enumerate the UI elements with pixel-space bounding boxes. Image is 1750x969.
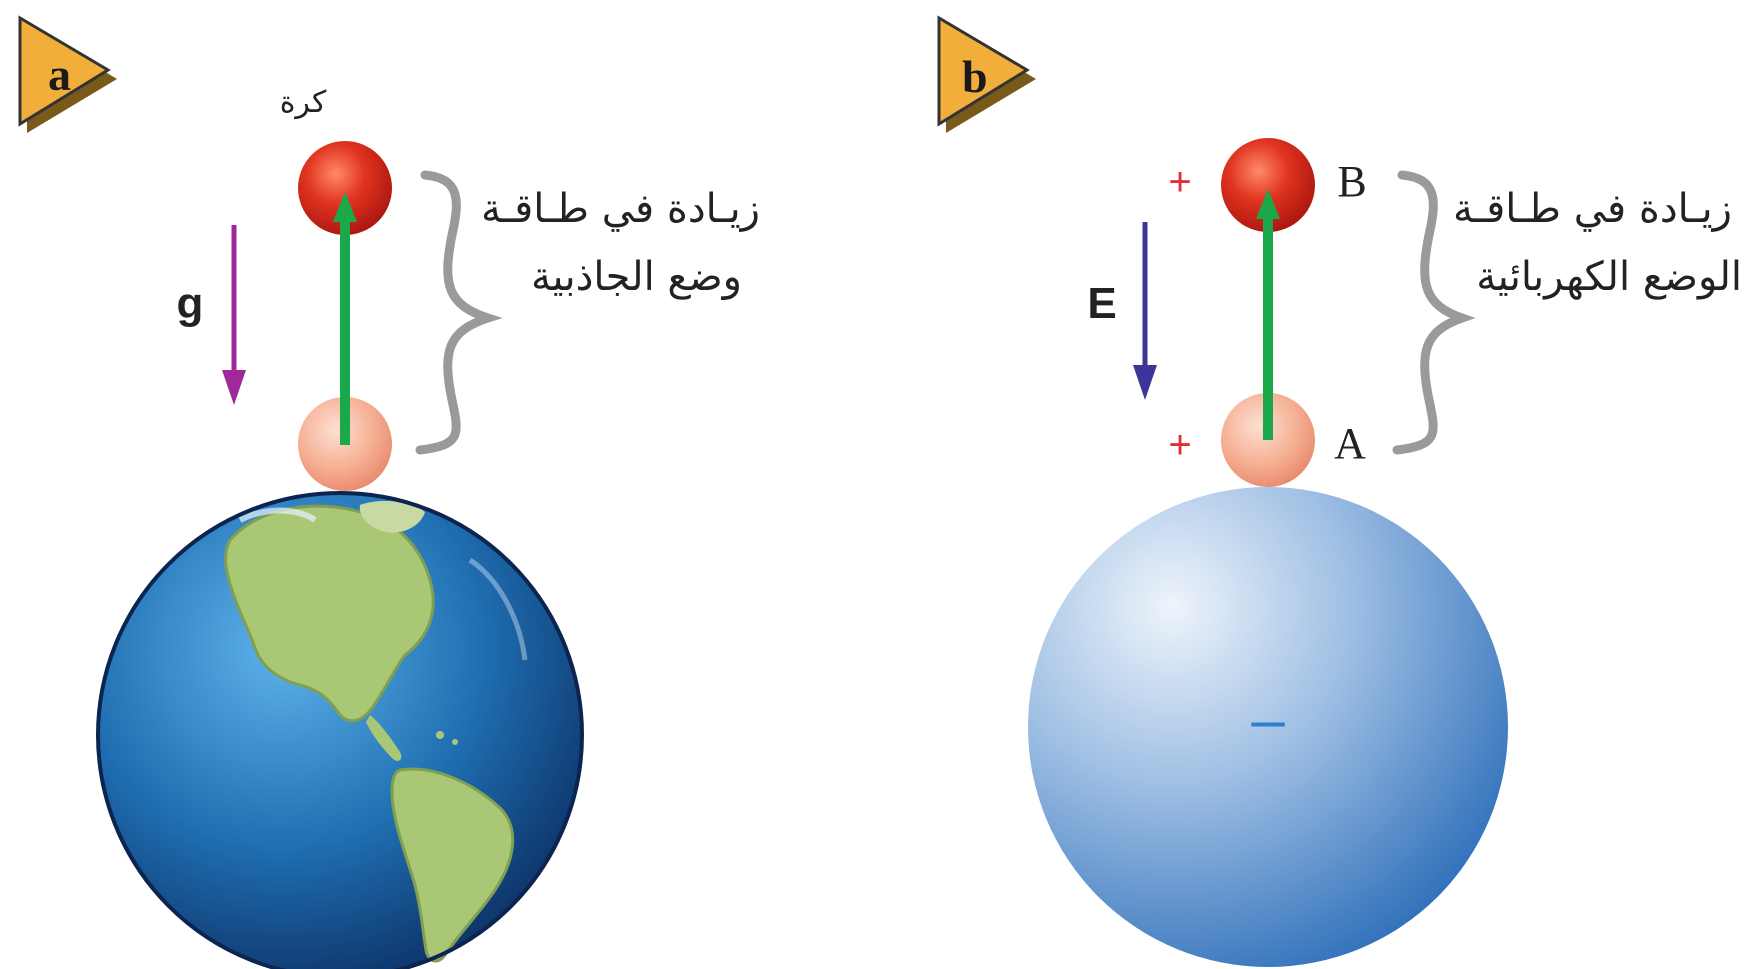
panel-a-badge: a [20,18,117,133]
energy-caption-b-line2: الوضع الكهربائية [1476,254,1742,300]
curly-brace-a [420,175,488,450]
energy-caption-a-line2: وضع الجاذبية [531,254,742,300]
earth-globe [98,493,582,969]
charge-sign-bottom: + [1168,423,1191,467]
point-a-label: A [1334,419,1366,468]
gravity-arrow [222,225,246,405]
charge-sign-top: + [1168,160,1191,204]
panel-b: b + + E B A زيـادة في طـاقـة الوضع الكهر… [939,18,1742,967]
field-symbol: E [1087,279,1116,328]
panel-b-badge: b [939,18,1036,133]
sphere-negative-sign: – [1251,686,1285,753]
energy-caption-b-line1: زيـادة في طـاقـة [1453,186,1732,232]
ball-label: كرة [280,85,327,120]
gravity-symbol: g [177,279,204,328]
electric-field-arrow [1133,222,1157,400]
energy-caption-a-line1: زيـادة في طـاقـة [481,186,760,232]
panel-b-label: b [962,51,988,102]
panel-a: a كرة g زيـادة في طـاقـة وضع الجاذبية [20,18,760,969]
panel-a-label: a [48,49,71,100]
point-b-label: B [1337,157,1366,206]
